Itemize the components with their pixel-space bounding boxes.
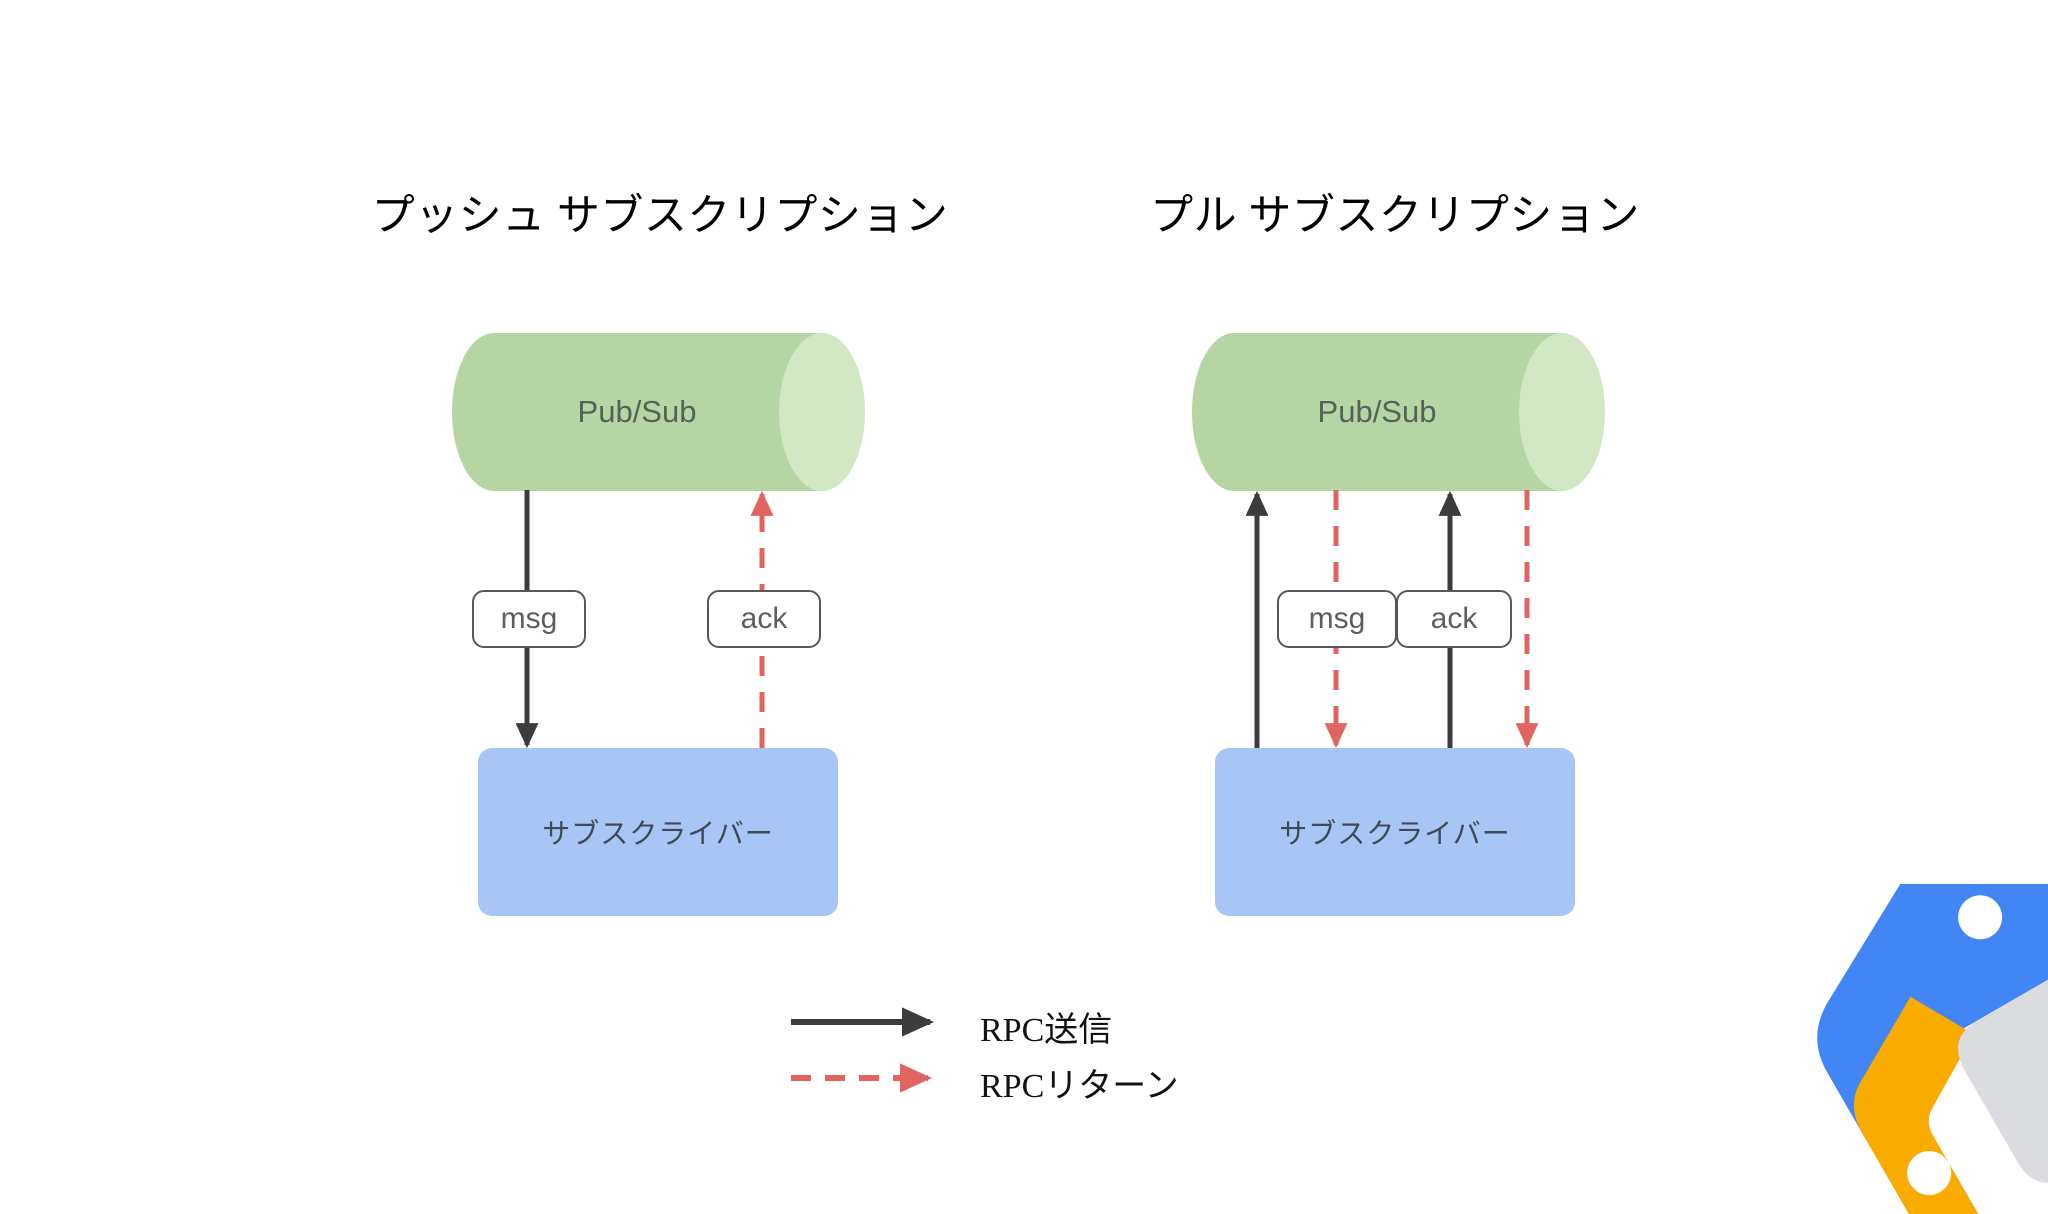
cylinder-cap: [1519, 333, 1605, 491]
arrow-layer: [515, 490, 1539, 1093]
legend-label-rpc-return: RPCリターン: [980, 1068, 1179, 1105]
legend-label-rpc-send: RPC送信: [980, 1012, 1113, 1049]
tag-pull-msg: msg: [1277, 590, 1397, 648]
diagram-canvas: プッシュ サブスクリプション プル サブスクリプション Pub/Sub Pub/…: [371, 193, 2048, 1214]
pubsub-cylinder-push: Pub/Sub: [452, 333, 865, 491]
tag-push-msg: msg: [472, 590, 586, 648]
panel-title-pull: プル サブスクリプション: [1150, 193, 1640, 240]
pubsub-label: Pub/Sub: [1317, 394, 1437, 429]
subscriber-box-pull: サブスクライバー: [1215, 748, 1575, 916]
logo-gray-segment: [1958, 953, 2048, 1183]
pubsub-label: Pub/Sub: [577, 394, 697, 429]
logo-dot-top: [1958, 895, 2003, 940]
google-cloud-logo: [1817, 884, 2048, 1214]
subscriber-label: サブスクライバー: [1279, 819, 1511, 850]
cylinder-cap: [779, 333, 865, 491]
subscriber-label: サブスクライバー: [542, 819, 774, 850]
subscriber-box-push: サブスクライバー: [478, 748, 838, 916]
tag-pull-ack: ack: [1396, 590, 1512, 648]
pubsub-cylinder-pull: Pub/Sub: [1192, 333, 1605, 491]
panel-title-push: プッシュ サブスクリプション: [371, 193, 949, 240]
tag-push-ack: ack: [707, 590, 821, 648]
